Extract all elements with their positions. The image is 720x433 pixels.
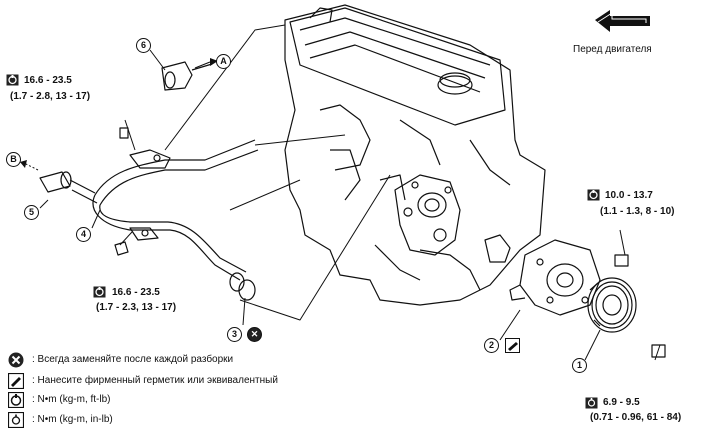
sealant-icon bbox=[8, 373, 24, 389]
torque-icon bbox=[587, 189, 600, 201]
engine-front-label: Перед двигателя bbox=[573, 44, 652, 55]
hose-5 bbox=[39, 171, 98, 204]
torque-small-icon bbox=[8, 412, 24, 428]
bolt-right-upper bbox=[614, 254, 629, 267]
callout-2-sealant-icon bbox=[505, 338, 520, 353]
legend-text: : N•m (kg-m, in-lb) bbox=[32, 414, 113, 425]
legend-text: : N•m (kg-m, ft-lb) bbox=[32, 394, 111, 405]
callout-a: A bbox=[216, 54, 231, 69]
torque-icon bbox=[8, 392, 24, 408]
legend-text: : Всегда заменяйте после каждой разборки bbox=[32, 354, 234, 365]
callout-4: 4 bbox=[76, 227, 91, 242]
engine-block bbox=[284, 4, 546, 306]
replace-icon bbox=[8, 352, 24, 368]
water-pump bbox=[509, 239, 601, 316]
front-arrow-icon bbox=[595, 10, 650, 32]
bolt-right-lower bbox=[651, 344, 666, 358]
legend-text: : Нанесите фирменный герметик или эквива… bbox=[32, 375, 278, 386]
callout-3: 3 bbox=[227, 327, 242, 342]
callout-6: 6 bbox=[136, 38, 151, 53]
water-inlet-pipe bbox=[92, 139, 259, 301]
callout-5: 5 bbox=[24, 205, 39, 220]
torque-icon bbox=[93, 286, 106, 298]
torque-icon bbox=[6, 74, 19, 86]
bolt-top-left bbox=[119, 127, 129, 139]
callout-3-replace-icon: ✕ bbox=[247, 327, 262, 342]
callout-1: 1 bbox=[572, 358, 587, 373]
torque-small-icon bbox=[585, 397, 598, 409]
bolt-bottom-left bbox=[114, 241, 129, 256]
part-6-connector bbox=[161, 61, 213, 91]
callout-2: 2 bbox=[484, 338, 499, 353]
callout-b: B bbox=[6, 152, 21, 167]
water-pump-pulley bbox=[587, 277, 637, 333]
